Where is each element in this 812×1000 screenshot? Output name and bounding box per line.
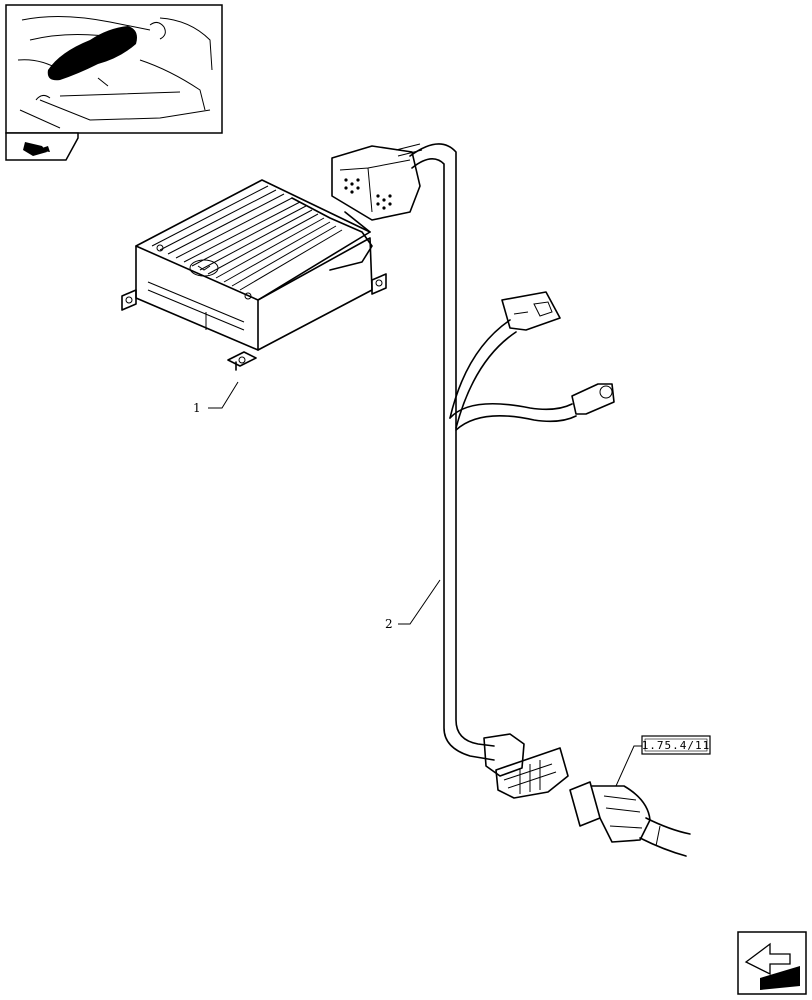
section-symbol-icon [5,132,79,161]
control-unit-part-1[interactable] [121,179,387,371]
callout-1: 1 [193,381,239,415]
wiring-harness-part-2[interactable] [331,143,615,799]
callout-1-label: 1 [193,401,201,415]
branch-connector-round [571,383,615,415]
callout-2: 2 [385,579,441,631]
cross-reference-label: 1.75.4/11 [642,739,711,752]
cross-reference[interactable]: 1.75.4/11 [615,735,711,787]
branch-connector-rect [501,291,561,331]
mating-connector [569,781,691,857]
next-page-arrow-icon[interactable] [737,931,807,995]
callout-2-label: 2 [385,617,393,631]
location-thumbnail-icon[interactable] [5,4,223,161]
ecu-connector [331,143,423,221]
harness-end-connector [483,733,569,799]
